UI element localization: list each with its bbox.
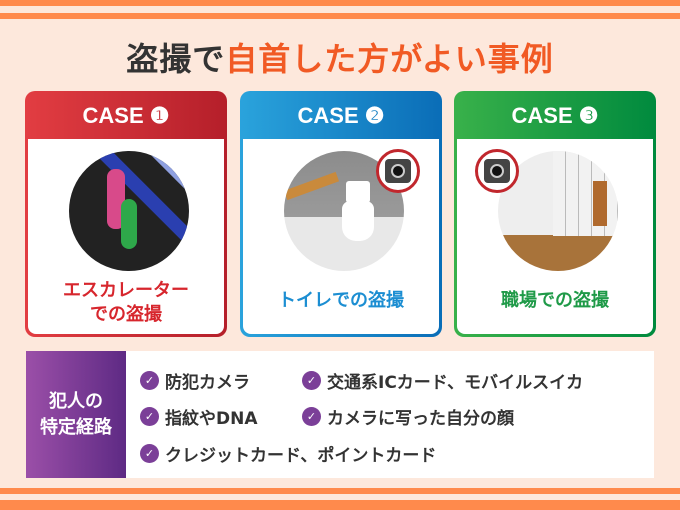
check-circle-icon: ✓ [140,407,159,426]
list-item: ✓クレジットカード、ポイントカード [140,441,436,466]
list-item: ✓指紋やDNA [140,404,258,429]
check-circle-icon: ✓ [140,371,159,390]
case-caption: エスカレーターでの盗撮 [63,280,189,325]
bottom-stripe [0,488,680,494]
title-highlight: 自首した方がよい事例 [225,40,554,78]
top-stripe [0,0,680,6]
locker-room-illustration [498,151,618,271]
escalator-illustration [69,151,189,271]
case-caption: トイレでの盗撮 [278,290,404,311]
top-stripe [0,13,680,19]
list-item: ✓カメラに写った自分の顔 [302,404,514,429]
check-circle-icon: ✓ [302,371,321,390]
case-caption: 職場での盗撮 [501,290,609,311]
case-card-3: CASE ❸ 職場での盗撮 [454,91,656,337]
title-dark: 盗撮で [126,40,226,78]
case-header: CASE ❶ [82,103,170,128]
camera-icon [475,149,519,193]
camera-icon [376,149,420,193]
bottom-stripe [0,500,680,510]
case-card-2: CASE ❷ トイレでの盗撮 [240,91,442,337]
check-circle-icon: ✓ [140,444,159,463]
case-card-1: CASE ❶ エスカレーターでの盗撮 [25,91,227,337]
identification-label: 犯人の特定経路 [26,351,126,478]
page-title: 盗撮で自首した方がよい事例 [0,34,680,80]
list-item: ✓交通系ICカード、モバイルスイカ [302,368,583,393]
list-item: ✓防犯カメラ [140,368,250,393]
check-circle-icon: ✓ [302,407,321,426]
case-header: CASE ❸ [511,103,599,128]
identification-box: 犯人の特定経路 ✓防犯カメラ ✓交通系ICカード、モバイルスイカ ✓指紋やDNA… [26,351,654,478]
case-header: CASE ❷ [297,103,385,128]
